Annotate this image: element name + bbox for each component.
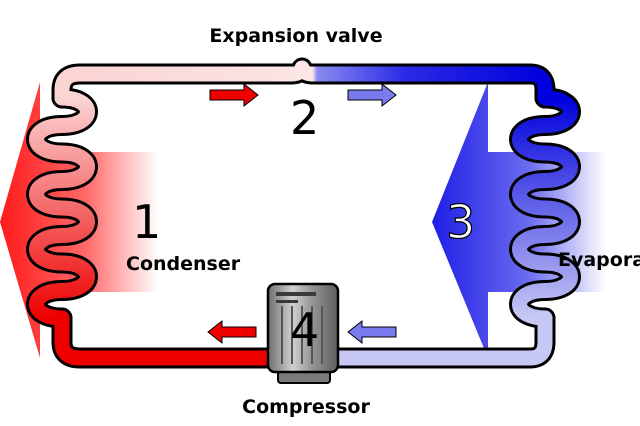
flow-arrow-cold-top: [347, 82, 397, 108]
condenser-coil: [29, 90, 95, 326]
stage-number-2: 2: [290, 91, 319, 145]
compressor-label: Compressor: [242, 396, 370, 418]
expansion-valve-label: Expansion valve: [209, 25, 382, 47]
stage-number-1: 1: [132, 195, 161, 249]
compressor-unit: [266, 282, 340, 384]
stage-number-4: 4: [290, 303, 319, 357]
flow-arrow-cold-bottom: [347, 319, 397, 345]
top-pipe: [72, 60, 553, 106]
flow-arrow-hot-bottom: [207, 319, 257, 345]
evaporator-coil: [512, 90, 578, 326]
stage-number-3: 3: [446, 195, 475, 249]
condenser-label: Condenser: [126, 253, 241, 275]
flow-arrow-hot-top: [209, 82, 259, 108]
evaporator-label: Evapora: [558, 249, 640, 271]
